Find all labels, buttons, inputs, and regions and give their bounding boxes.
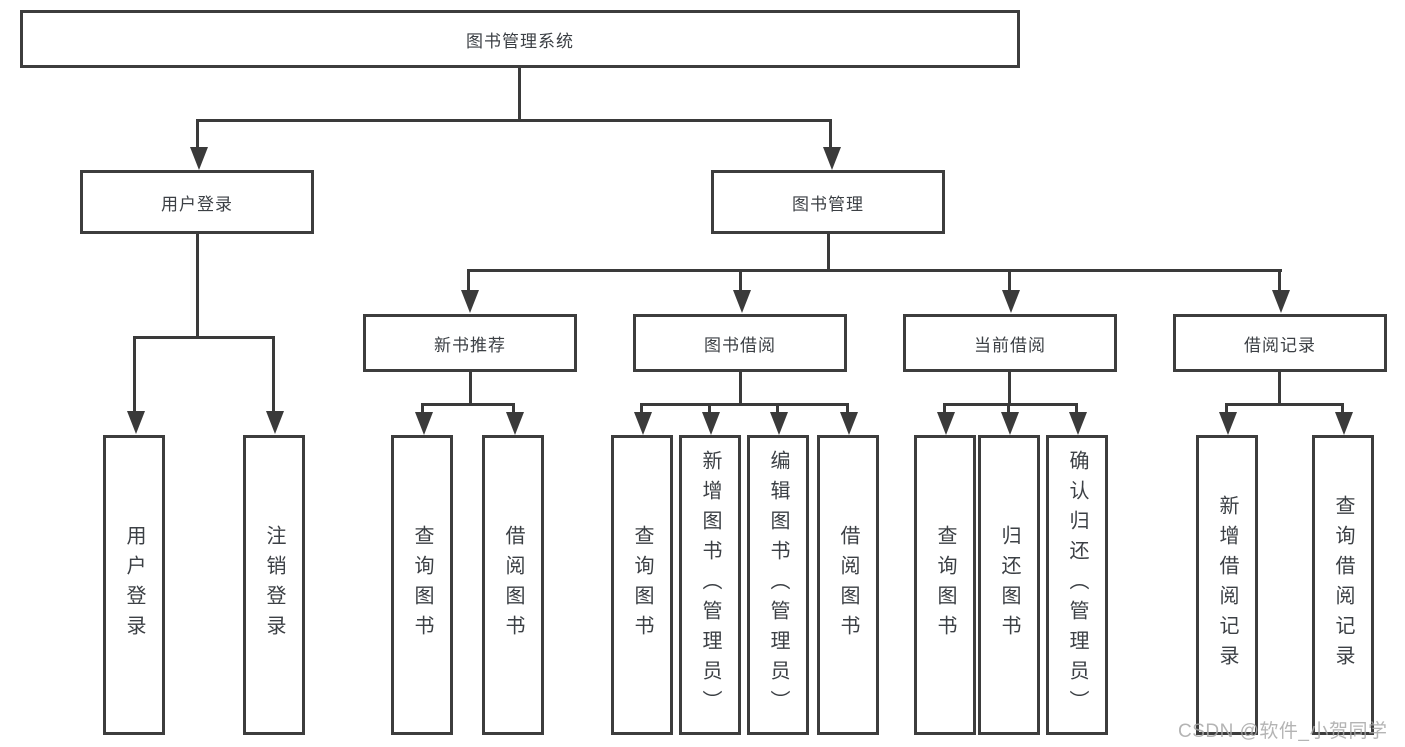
connector-hline (467, 269, 1282, 272)
connector-hline (196, 119, 832, 122)
leaf-add-borrow-record: 新增借阅记录 (1196, 435, 1258, 735)
leaf-add-books-admin: 新增图书（管理员） (679, 435, 741, 735)
arrow-down-icon (1335, 412, 1353, 435)
arrow-down-icon (506, 412, 524, 435)
arrow-down-icon (415, 412, 433, 435)
arrow-down-icon (127, 411, 145, 434)
connector-vline (1278, 372, 1281, 406)
connector-hline (1225, 403, 1344, 406)
connector-vline (708, 403, 711, 415)
node-root: 图书管理系统 (20, 10, 1020, 68)
leaf-logout: 注销登录 (243, 435, 305, 735)
connector-vline (739, 269, 742, 293)
connector-hline (133, 336, 275, 339)
node-book-management: 图书管理 (711, 170, 945, 234)
connector-vline (1225, 403, 1228, 415)
connector-hline (640, 403, 848, 406)
node-new-book-recommendation: 新书推荐 (363, 314, 577, 372)
node-label: 新增借阅记录 (1216, 495, 1238, 675)
node-label: 用户登录 (123, 525, 145, 645)
node-label: 查询图书 (934, 525, 956, 645)
node-label: 图书管理 (792, 194, 864, 214)
arrow-down-icon (702, 412, 720, 435)
leaf-query-books-borrowing: 查询图书 (611, 435, 673, 735)
connector-vline (1008, 269, 1011, 293)
arrow-down-icon (634, 412, 652, 435)
node-label: 注销登录 (263, 525, 285, 645)
connector-vline (640, 403, 643, 415)
connector-vline (1341, 403, 1344, 415)
node-label: 借阅图书 (502, 525, 524, 645)
node-borrowing-records: 借阅记录 (1173, 314, 1387, 372)
node-label: 借阅图书 (837, 525, 859, 645)
connector-vline (846, 403, 849, 415)
arrow-down-icon (1069, 412, 1087, 435)
csdn-watermark: CSDN @软件_小贺同学 (1178, 721, 1388, 742)
arrow-down-icon (733, 290, 751, 313)
connector-vline (1075, 403, 1078, 415)
arrow-down-icon (190, 147, 208, 170)
leaf-borrow-books-borrowing: 借阅图书 (817, 435, 879, 735)
node-label: 图书借阅 (704, 335, 776, 355)
connector-vline (133, 336, 136, 414)
node-current-borrowing: 当前借阅 (903, 314, 1117, 372)
connector-vline (739, 372, 742, 406)
leaf-query-books-recommend: 查询图书 (391, 435, 453, 735)
leaf-edit-books-admin: 编辑图书（管理员） (747, 435, 809, 735)
arrow-down-icon (1002, 290, 1020, 313)
node-label: 新书推荐 (434, 335, 506, 355)
node-label: 查询借阅记录 (1332, 495, 1354, 675)
connector-vline (776, 403, 779, 415)
connector-vline (467, 269, 470, 293)
node-label: 查询图书 (631, 525, 653, 645)
arrow-down-icon (823, 147, 841, 170)
connector-vline (518, 68, 521, 122)
connector-vline (512, 403, 515, 415)
node-label: 编辑图书（管理员） (767, 450, 789, 720)
node-label: 当前借阅 (974, 335, 1046, 355)
node-label: 确认归还（管理员） (1066, 450, 1088, 720)
connector-vline (421, 403, 424, 415)
connector-vline (196, 119, 199, 151)
arrow-down-icon (840, 412, 858, 435)
arrow-down-icon (770, 412, 788, 435)
node-book-borrowing: 图书借阅 (633, 314, 847, 372)
connector-vline (1278, 269, 1281, 293)
connector-vline (827, 234, 830, 272)
node-user-login: 用户登录 (80, 170, 314, 234)
connector-vline (829, 119, 832, 151)
connector-hline (421, 403, 515, 406)
connector-vline (196, 234, 199, 339)
connector-vline (943, 403, 946, 415)
connector-vline (1008, 372, 1011, 406)
connector-vline (469, 372, 472, 406)
leaf-query-borrow-record: 查询借阅记录 (1312, 435, 1374, 735)
node-label: 查询图书 (411, 525, 433, 645)
node-label: 图书管理系统 (466, 31, 574, 51)
node-label: 新增图书（管理员） (699, 450, 721, 720)
leaf-query-books-current: 查询图书 (914, 435, 976, 735)
arrow-down-icon (1219, 412, 1237, 435)
connector-vline (272, 336, 275, 414)
node-label: 归还图书 (998, 525, 1020, 645)
arrow-down-icon (937, 412, 955, 435)
node-label: 借阅记录 (1244, 335, 1316, 355)
connector-vline (1007, 403, 1010, 415)
arrow-down-icon (1001, 412, 1019, 435)
arrow-down-icon (1272, 290, 1290, 313)
arrow-down-icon (461, 290, 479, 313)
leaf-borrow-books-recommend: 借阅图书 (482, 435, 544, 735)
node-label: 用户登录 (161, 194, 233, 214)
leaf-user-login: 用户登录 (103, 435, 165, 735)
connector-hline (943, 403, 1077, 406)
leaf-confirm-return-admin: 确认归还（管理员） (1046, 435, 1108, 735)
arrow-down-icon (266, 411, 284, 434)
leaf-return-books: 归还图书 (978, 435, 1040, 735)
